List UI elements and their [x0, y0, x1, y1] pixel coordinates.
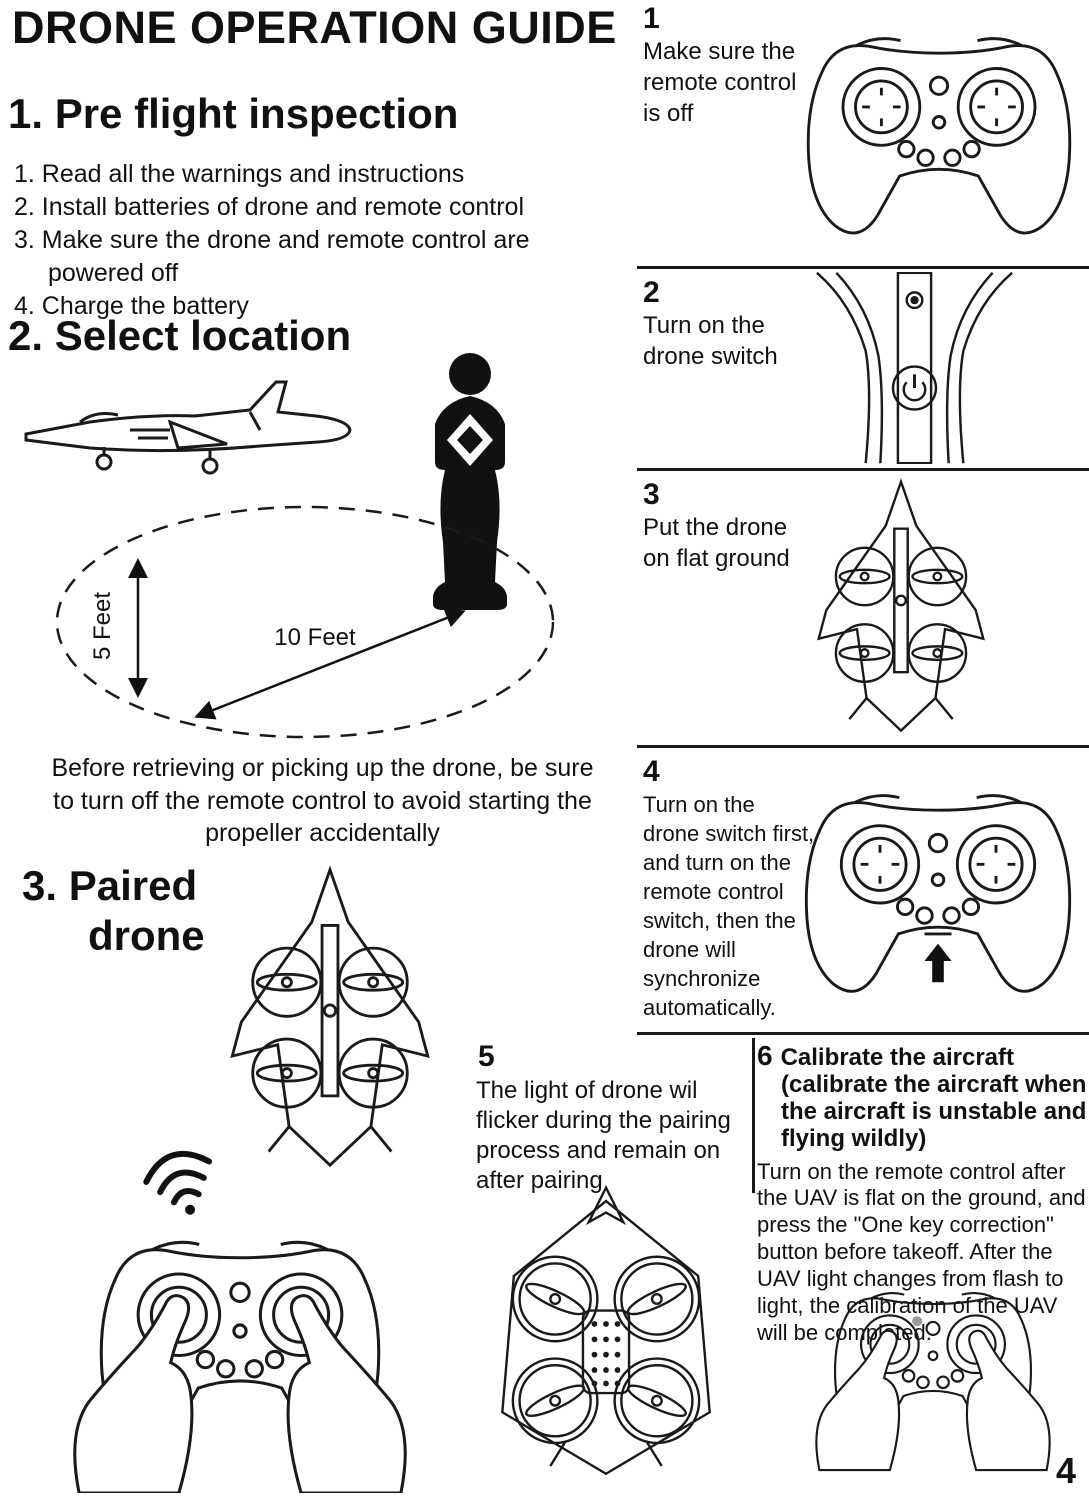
drone-top-illustration: [205, 862, 455, 1182]
step-text: Turn on the remote control after the UAV…: [757, 1158, 1086, 1345]
step-number: 4: [643, 755, 660, 788]
remote-controller-sync-illustration: [793, 778, 1083, 1028]
step-text: Turn on the drone switch: [643, 312, 778, 371]
arrow-up-icon: [924, 943, 952, 983]
step-number: 5: [478, 1040, 495, 1073]
drone-switch-illustration: [812, 272, 1017, 464]
step-number: 6: [757, 1040, 773, 1071]
jet-illustration: [24, 380, 352, 475]
section-paired-heading-line1: 3. Paired: [22, 862, 198, 909]
step-text: Turn on the drone switch first, and turn…: [643, 792, 815, 1021]
divider: [637, 468, 1089, 471]
person-icon: [433, 353, 507, 610]
left-hand: [815, 1329, 901, 1472]
preflight-item: 4. Charge the battery: [14, 292, 249, 320]
divider: [637, 1032, 1089, 1035]
divider: [752, 1038, 755, 1193]
distance-arrow: [194, 608, 466, 720]
left-hand: [73, 1294, 194, 1493]
step-number: 1: [643, 2, 660, 35]
step-number: 3: [643, 478, 660, 511]
hands-controller-calibrate-illustration: [782, 1262, 1084, 1484]
step-calibrate: 6 Calibrate the aircraft (calibrate the …: [757, 1040, 1089, 1346]
divider: [637, 745, 1089, 748]
step-subheading: (calibrate the aircraft when the aircraf…: [781, 1071, 1087, 1152]
page-title: DRONE OPERATION GUIDE: [12, 2, 617, 53]
height-label: 5 Feet: [89, 591, 116, 661]
section-location-heading: 2. Select location: [8, 312, 352, 359]
step-number: 2: [643, 276, 660, 309]
preflight-item: 1. Read all the warnings and instruction…: [14, 160, 465, 188]
divider: [637, 266, 1089, 269]
power-switch-icon: [891, 365, 938, 411]
drone-top-illustration: [795, 476, 1007, 744]
pairing-drone-illustration: [462, 1180, 750, 1490]
distance-label: 10 Feet: [274, 624, 356, 651]
remote-controller-illustration: [795, 28, 1083, 253]
status-light: [912, 1316, 923, 1327]
dashed-range-ellipse: [55, 505, 555, 739]
location-caption: Before retrieving or picking up the dron…: [51, 754, 594, 847]
step-text: Make sure the remote control is off: [643, 38, 797, 128]
section-preflight-heading: 1. Pre flight inspection: [8, 90, 459, 137]
step-text: Put the drone on flat ground: [643, 514, 790, 573]
wifi-signal-icon: [135, 1145, 230, 1225]
select-location-illustration: [10, 352, 630, 752]
step-heading: Calibrate the aircraft: [780, 1044, 1014, 1071]
preflight-item: 2. Install batteries of drone and remote…: [14, 193, 525, 221]
page-number: 4: [1056, 1450, 1077, 1491]
right-hand: [286, 1294, 407, 1493]
section-paired-heading-line2: drone: [88, 912, 205, 959]
preflight-item: 3. Make sure the drone and remote contro…: [14, 226, 530, 287]
preflight-list: 1. Read all the warnings and instruction…: [14, 158, 604, 323]
right-hand: [965, 1329, 1051, 1472]
hands-controller-illustration: [25, 1218, 455, 1493]
step-text: The light of drone wil flicker during th…: [476, 1077, 731, 1194]
